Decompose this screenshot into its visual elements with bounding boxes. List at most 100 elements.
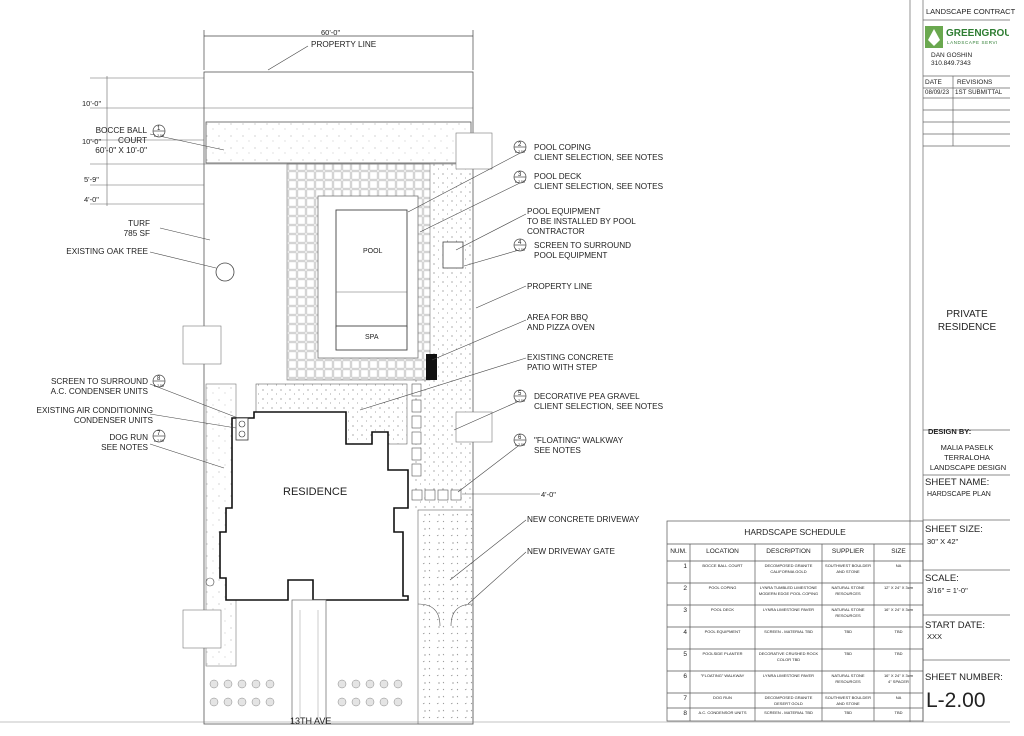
street-label: 13TH AVE (290, 716, 332, 724)
title-block-header: LANDSCAPE CONTRACT (926, 7, 1016, 16)
schedule-row-sup1: TBD (844, 629, 852, 634)
schedule-row-location: "FLOATING" WALKWAY (700, 673, 745, 678)
schedule-cell-num: 7 (667, 695, 687, 702)
schedule-cell-num: 5 (667, 651, 687, 658)
gravel-label-1: DECORATIVE PEA GRAVEL (534, 392, 640, 401)
pool-deck-label-2: CLIENT SELECTION, SEE NOTES (534, 182, 664, 191)
callout-2: 2 (518, 142, 522, 148)
greenground-logo-mark (925, 26, 943, 48)
schedule-header-supplier: SUPPLIER (831, 548, 865, 555)
designer-company: TERRALOHA (944, 453, 990, 462)
callout-3: 3 (518, 172, 522, 178)
start-date-label: START DATE: (925, 620, 986, 631)
schedule-cell-sup: TBD (822, 629, 874, 635)
greenground-logo-text: GREENGROUN (946, 28, 1009, 39)
design-by-label: DESIGN BY: (928, 427, 972, 436)
schedule-row-number: 3 (683, 607, 687, 614)
dog-run-label-1: DOG RUN (109, 433, 148, 442)
schedule-cell-num: 3 (667, 607, 687, 614)
callout-ref-2: L-2.50 (515, 150, 525, 154)
schedule-row-sup1: NATURAL STONE (831, 607, 865, 612)
schedule-row-size2: 4" SPACER (888, 678, 909, 684)
scale-value: 3/16" = 1'-0" (927, 586, 968, 595)
schedule-grid (666, 520, 924, 722)
leader-lines (149, 45, 527, 605)
schedule-row-desc1: SCREEN - MATERIAL TBD (764, 629, 813, 634)
gravel-label-2: CLIENT SELECTION, SEE NOTES (534, 402, 664, 411)
schedule-cell-num: 2 (667, 585, 687, 592)
schedule-cell-location: "FLOATING" WALKWAY (690, 673, 755, 679)
pool-coping-label-2: CLIENT SELECTION, SEE NOTES (534, 153, 664, 162)
oak-tree-label: EXISTING OAK TREE (66, 247, 148, 256)
schedule-row-size1: TBD (894, 629, 903, 634)
pool-equipment (442, 241, 464, 269)
schedule-row-sup1: NATURAL STONE (831, 673, 865, 678)
callout-ref-5: L-2.50 (515, 399, 525, 403)
schedule-cell-location: BOCCE BALL COURT (690, 563, 755, 569)
pool-equipment-label-1: POOL EQUIPMENT (527, 207, 601, 216)
schedule-cell-desc: LYNRA LIMESTONE PAVER (755, 673, 822, 679)
schedule-header-size: SIZE (891, 548, 906, 555)
schedule-row-sup2: RESOURCES (835, 612, 861, 618)
schedule-cell-size: NA (874, 563, 923, 569)
scale-label: SCALE: (925, 573, 959, 584)
bocce-label-2: COURT (118, 136, 147, 145)
dimension-4ft: 4'-0" (84, 195, 99, 204)
bbq-area (426, 354, 437, 380)
schedule-row-size1: NA (895, 563, 902, 568)
concrete-driveway (417, 509, 474, 725)
schedule-cell-num: 8 (667, 710, 687, 717)
schedule-row-size1: 16" X 24" X 3cm (883, 673, 914, 678)
schedule-row-number: 5 (683, 651, 687, 658)
pool-coping-label-1: POOL COPING (534, 143, 592, 152)
walkway-label-1: "FLOATING" WALKWAY (534, 436, 624, 445)
front-shrubs (209, 679, 403, 707)
schedule-row-sup1: NATURAL STONE (831, 585, 865, 590)
air-cond-label-1: EXISTING AIR CONDITIONING (36, 406, 153, 415)
dimension-60ft: 60'-0" (321, 28, 341, 37)
title-block-frame (909, 0, 1010, 722)
callout-ref-3: L-2.50 (515, 180, 525, 184)
bbq-label-1: AREA FOR BBQ (527, 313, 588, 322)
callout-1: 1 (157, 126, 161, 132)
gate-label: NEW DRIVEWAY GATE (527, 547, 615, 556)
schedule-cell-location: POOL EQUIPMENT (690, 629, 755, 635)
dimension-10ft-a: 10'-0" (82, 99, 102, 108)
pool-equipment-label-3: CONTRACTOR (527, 227, 585, 236)
dimension-10ft-b: 10'-0" (82, 137, 102, 146)
schedule-cell-sup: TBD (822, 651, 874, 657)
schedule-cell-desc: LYNRA LIMESTONE PAVER (755, 607, 822, 613)
schedule-title: HARDSCAPE SCHEDULE (744, 527, 846, 537)
sheet-number: L-2.00 (926, 689, 986, 712)
schedule-row-desc1: LYNRA LIMESTONE PAVER (762, 673, 815, 678)
spa-label: SPA (365, 334, 379, 341)
project-name-line1: PRIVATE (946, 309, 988, 320)
sheet-size: 30" X 42" (927, 537, 959, 546)
schedule-cell-desc: SCREEN - MATERIAL TBD (755, 629, 822, 635)
schedule-row-sup1: SOUTHWEST BOULDER (825, 695, 871, 700)
screen-ac-label-2: A.C. CONDENSER UNITS (50, 387, 148, 396)
revision-date: 08/09/23 (925, 89, 950, 96)
schedule-header-num: NUM. (670, 548, 687, 555)
screen-ac-label-1: SCREEN TO SURROUND (50, 377, 148, 386)
patio-label-1: EXISTING CONCRETE (527, 353, 614, 362)
schedule-row-number: 6 (683, 673, 687, 680)
schedule-row-location: A.C. CONDENSOR UNITS (698, 710, 747, 715)
schedule-cell-location: POOL COPING (690, 585, 755, 591)
designer-name: MALIA PASELK (940, 443, 994, 452)
schedule-cell-size: TBD (874, 629, 923, 635)
schedule-row-desc1: DECOMPOSED GRANITE (764, 695, 813, 700)
top-dimension (203, 30, 474, 70)
bocce-court (205, 121, 472, 164)
callout-8: 8 (157, 376, 161, 382)
callout-ref-8: L-2.50 (154, 384, 164, 388)
schedule-row-number: 4 (683, 629, 687, 636)
walkway-dimension-4ft: 4'-0" (541, 490, 556, 499)
pool-deck-label-1: POOL DECK (534, 172, 582, 181)
